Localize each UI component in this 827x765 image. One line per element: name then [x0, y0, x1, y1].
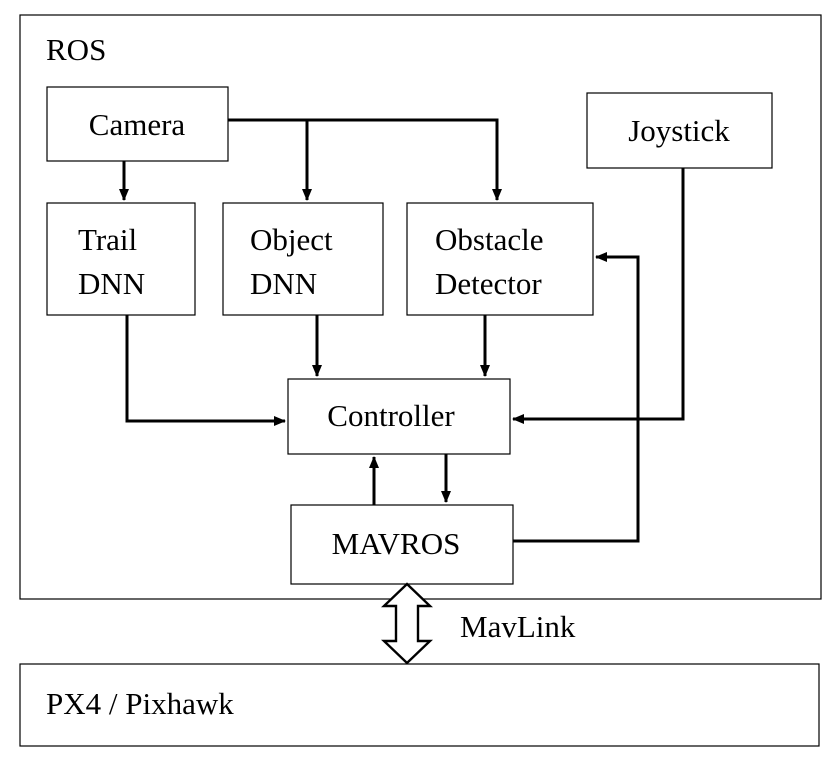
- joystick-box: [586, 92, 773, 169]
- edge-mavros-to-obstacle-detector: [513, 252, 640, 543]
- obstacle-detector-line1: Obstacle: [435, 222, 543, 257]
- mavlink-double-arrow: [381, 582, 433, 665]
- object-dnn-box: [222, 202, 384, 316]
- px4-frame: [19, 663, 820, 747]
- joystick-node: Joystick: [586, 92, 773, 169]
- trail-dnn-line1: Trail: [78, 222, 137, 257]
- joystick-label: Joystick: [628, 113, 730, 148]
- ros-label: ROS: [46, 32, 106, 67]
- object-dnn-node: Object DNN: [222, 202, 384, 316]
- mavlink-link: MavLink: [381, 582, 576, 665]
- obstacle-detector-line2: Detector: [435, 266, 542, 301]
- edge-trail-dnn-to-controller: [125, 315, 286, 426]
- mavlink-label: MavLink: [460, 609, 576, 644]
- controller-node: Controller: [287, 378, 511, 455]
- camera-box: [46, 86, 229, 162]
- object-dnn-line2: DNN: [250, 266, 317, 301]
- edge-camera-to-obstacle-detector: [307, 118, 502, 201]
- mavros-box: [290, 504, 514, 585]
- px4-label: PX4 / Pixhawk: [46, 686, 234, 721]
- px4-container: PX4 / Pixhawk: [19, 663, 820, 747]
- controller-label: Controller: [327, 398, 455, 433]
- camera-label: Camera: [89, 107, 186, 142]
- mavros-node: MAVROS: [290, 504, 514, 585]
- trail-dnn-line2: DNN: [78, 266, 145, 301]
- controller-box: [287, 378, 511, 455]
- obstacle-detector-node: Obstacle Detector: [406, 202, 594, 316]
- mavros-label: MAVROS: [332, 526, 461, 561]
- trail-dnn-box: [46, 202, 196, 316]
- trail-dnn-node: Trail DNN: [46, 202, 196, 316]
- obstacle-detector-box: [406, 202, 594, 316]
- edge-joystick-to-controller: [512, 168, 685, 424]
- object-dnn-line1: Object: [250, 222, 333, 257]
- camera-node: Camera: [46, 86, 229, 162]
